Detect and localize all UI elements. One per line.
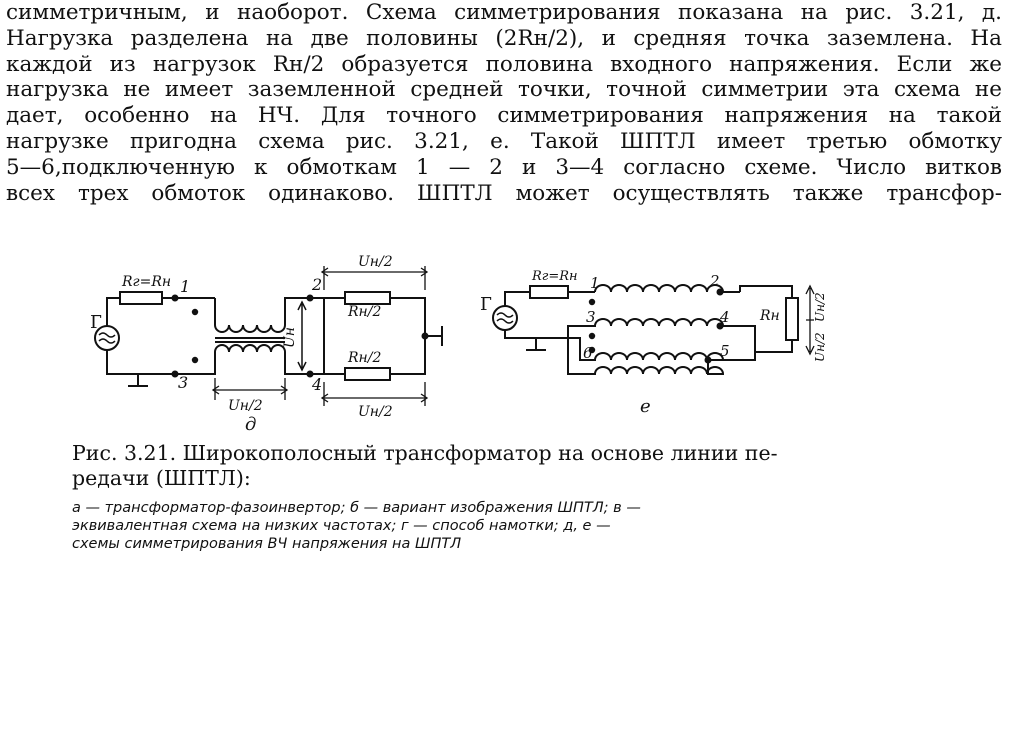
label-node-6e: 6 bbox=[583, 344, 593, 362]
text-line: всех трех обмоток одинаково. ШПТЛ может … bbox=[6, 180, 1002, 206]
generator-symbol bbox=[492, 305, 518, 331]
label-source-d: Г bbox=[90, 312, 102, 333]
ground-icon bbox=[526, 338, 546, 351]
label-source-e: Г bbox=[480, 294, 492, 315]
text-line: симметричным, и наоборот. Схема симметри… bbox=[6, 0, 1002, 25]
caption-title-line: Рис. 3.21. Широкополосный трансформатор … bbox=[72, 441, 778, 465]
winding-3-4 bbox=[567, 318, 740, 338]
label-node-2e: 2 bbox=[709, 272, 720, 290]
voltage-arrow bbox=[297, 300, 307, 372]
label-node-3e: 3 bbox=[586, 308, 596, 326]
node-dot bbox=[421, 332, 429, 340]
body-text: симметричным, и наоборот. Схема симметри… bbox=[6, 0, 1002, 206]
dimension-arrow-bottom bbox=[320, 382, 429, 406]
caption-title-line: редачи (ШПТЛ): bbox=[72, 466, 251, 490]
generator-wave-icon bbox=[98, 332, 116, 344]
label-voltage-a: Uн/2 bbox=[813, 292, 827, 322]
text-line: нагрузке пригодна схема рис. 3.21, е. Та… bbox=[6, 128, 1002, 154]
winding-3-4 bbox=[175, 344, 310, 375]
label-figure-e: е bbox=[640, 396, 651, 417]
text-line: 5—6,подключенную к обмоткам 1 — 2 и 3—4 … bbox=[6, 154, 1002, 180]
resistor-load-bottom bbox=[344, 367, 391, 381]
wire bbox=[310, 297, 345, 375]
label-load-bottom: Rн/2 bbox=[347, 350, 381, 366]
label-node-1e: 1 bbox=[590, 274, 600, 292]
caption-legend-line: схемы симметрирования ВЧ напряжения на Ш… bbox=[72, 536, 462, 552]
node-dot bbox=[716, 288, 724, 296]
label-load-top: Rн/2 bbox=[347, 304, 381, 320]
label-voltage-top: Uн/2 bbox=[358, 254, 393, 270]
polarity-dot bbox=[588, 298, 596, 306]
text-line: дает, особенно на НЧ. Для точного симмет… bbox=[6, 103, 1002, 129]
caption-legend-line: эквивалентная схема на низких частотах; … bbox=[72, 518, 611, 534]
load-wires bbox=[708, 285, 793, 361]
dimension-arrow-top bbox=[320, 266, 429, 290]
source-wires bbox=[504, 291, 568, 339]
label-voltage-load: Uн bbox=[282, 327, 298, 348]
circuit-e bbox=[492, 284, 815, 375]
resistor-rg bbox=[529, 285, 569, 299]
winding-1-2 bbox=[594, 284, 740, 293]
figure-3-21: Г Rг=Rн 1 2 3 4 Rн/2 Rн/2 Uн/2 Uн/2 Uн/2… bbox=[80, 250, 840, 435]
text-line: нагрузка не имеет заземленной средней то… bbox=[6, 77, 1002, 103]
node-dot bbox=[171, 294, 179, 302]
load-midpoint-ground bbox=[390, 297, 443, 375]
text-line: каждой из нагрузок Rн/2 образуется полов… bbox=[6, 51, 1002, 77]
label-voltage-winding: Uн/2 bbox=[228, 398, 263, 414]
label-rg-e: Rг=Rн bbox=[531, 269, 578, 284]
label-node-1: 1 bbox=[180, 277, 190, 296]
resistor-rg bbox=[119, 291, 163, 305]
winding-5-6 bbox=[567, 338, 725, 375]
caption-legend: а — трансформатор-фазоинвертор; б — вари… bbox=[72, 499, 832, 553]
label-node-4: 4 bbox=[311, 375, 322, 394]
label-voltage-bottom: Uн/2 bbox=[358, 404, 393, 420]
dimension-arrow-winding bbox=[211, 378, 289, 400]
text-line: Нагрузка разделена на две половины (2Rн/… bbox=[6, 25, 1002, 51]
polarity-dot bbox=[191, 308, 199, 316]
label-voltage-b: Uн/2 bbox=[813, 332, 827, 362]
caption-legend-line: а — трансформатор-фазоинвертор; б — вари… bbox=[72, 500, 641, 516]
label-node-2: 2 bbox=[311, 275, 322, 294]
resistor-load-top bbox=[344, 291, 391, 305]
polarity-dot bbox=[588, 332, 596, 340]
label-load-e: Rн bbox=[759, 308, 780, 324]
node-dot bbox=[716, 322, 724, 330]
transformer-core bbox=[215, 337, 285, 343]
label-node-4e: 4 bbox=[719, 308, 730, 326]
winding-1-2 bbox=[214, 297, 310, 333]
label-figure-d: д bbox=[245, 414, 256, 435]
label-rg-d: Rг=Rн bbox=[121, 274, 171, 290]
circuit-diagrams: Г Rг=Rн 1 2 3 4 Rн/2 Rн/2 Uн/2 Uн/2 Uн/2… bbox=[90, 254, 827, 435]
ground-icon bbox=[128, 374, 148, 387]
source-wires bbox=[106, 297, 175, 375]
label-node-5e: 5 bbox=[720, 342, 730, 360]
generator-wave-icon bbox=[496, 312, 514, 324]
circuit-d bbox=[94, 266, 443, 406]
polarity-dot bbox=[191, 356, 199, 364]
voltage-arrow bbox=[805, 284, 815, 356]
caption-title: Рис. 3.21. Широкополосный трансформатор … bbox=[72, 441, 840, 491]
figure-caption: Рис. 3.21. Широкополосный трансформатор … bbox=[72, 441, 840, 553]
resistor-load bbox=[785, 297, 799, 341]
label-node-3: 3 bbox=[178, 373, 188, 392]
winding-5-6-link bbox=[568, 337, 725, 361]
polarity-dot bbox=[588, 346, 596, 354]
